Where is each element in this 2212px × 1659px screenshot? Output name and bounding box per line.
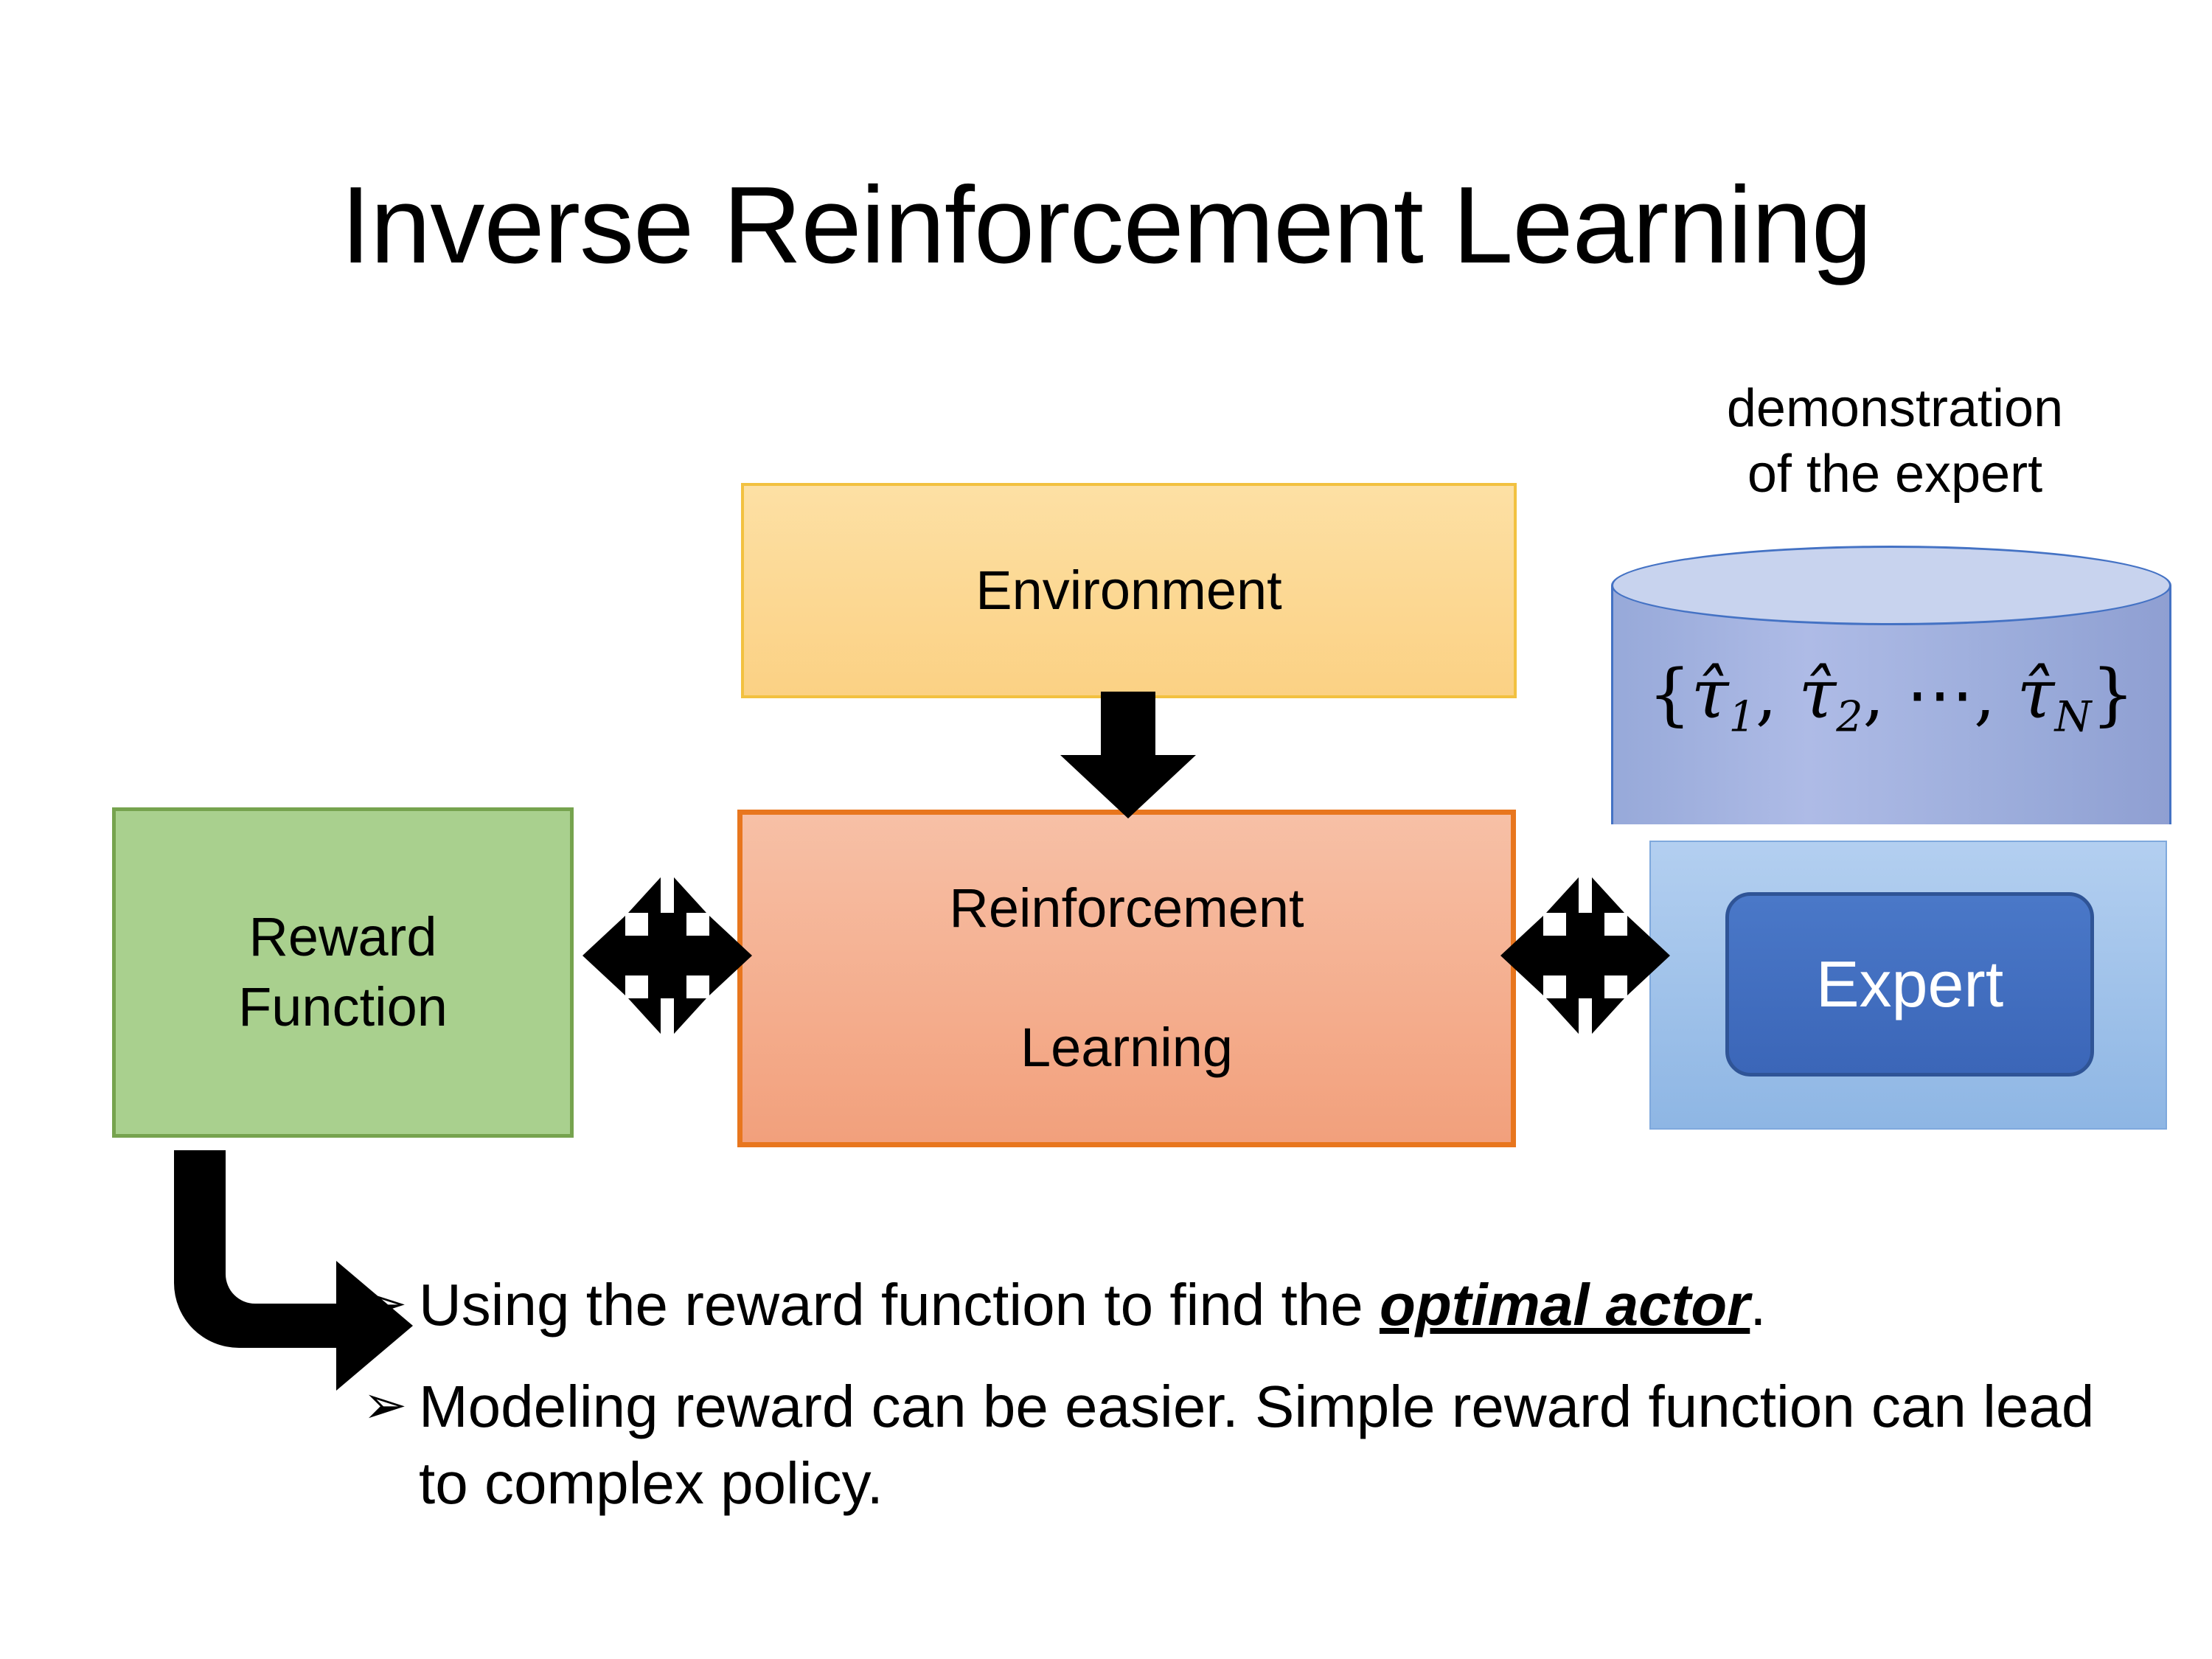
rl-label-line1: Reinforcement: [949, 877, 1304, 939]
bullet-marker-icon: ➢: [363, 1274, 408, 1333]
list-item: ➢ Using the reward function to find the …: [363, 1267, 2103, 1343]
cylinder-body: [1611, 585, 2171, 824]
bullet-1-after: .: [1750, 1272, 1767, 1338]
formula-sub-n: N: [2054, 692, 2092, 742]
reward-label-line1: Reward: [248, 906, 437, 968]
demonstration-caption: demonstration of the expert: [1615, 376, 2175, 508]
quad-arrow-icon-left: [582, 870, 752, 1041]
expert-box[interactable]: Expert: [1725, 892, 2094, 1077]
formula-tau-2: τ̂: [1798, 655, 1837, 734]
demonstration-caption-line2: of the expert: [1747, 445, 2043, 504]
demonstration-formula: {τ̂1, τ̂2, ⋯, τ̂N}: [1611, 655, 2171, 741]
cylinder-top-ellipse: [1611, 546, 2171, 625]
formula-sub-1: 1: [1728, 692, 1756, 742]
list-item: ➢ Modeling reward can be easier. Simple …: [363, 1368, 2103, 1522]
rl-label-line2: Learning: [1020, 1017, 1233, 1079]
formula-tau-1: τ̂: [1691, 655, 1729, 734]
formula-tau-n: τ̂: [2017, 655, 2055, 734]
bullet-text-2: Modeling reward can be easier. Simple re…: [419, 1374, 2095, 1516]
formula-comma-2: ,: [1863, 655, 1907, 734]
formula-ellipsis: ⋯: [1906, 655, 1975, 734]
formula-comma-1: ,: [1755, 655, 1799, 734]
reward-label-line2: Function: [238, 976, 448, 1037]
bullet-marker-icon: ➢: [363, 1376, 408, 1435]
down-arrow-icon: [1060, 692, 1196, 818]
formula-sub-2: 2: [1836, 692, 1863, 742]
bullet-1-before: Using the reward function to find the: [419, 1272, 1380, 1338]
environment-box[interactable]: Environment: [741, 483, 1517, 698]
bent-arrow-icon: [174, 1150, 413, 1391]
bullet-list: ➢ Using the reward function to find the …: [363, 1267, 2103, 1547]
expert-box-label: Expert: [1815, 947, 2004, 1020]
bullet-1-emphasis: optimal actor: [1379, 1272, 1750, 1338]
formula-close-brace: }: [2091, 655, 2135, 734]
reward-function-box[interactable]: Reward Function: [112, 807, 574, 1138]
demonstration-cylinder: {τ̂1, τ̂2, ⋯, τ̂N}: [1611, 546, 2171, 864]
page-title: Inverse Reinforcement Learning: [340, 164, 1872, 286]
reinforcement-learning-box-label: Reinforcement Learning: [949, 874, 1304, 1083]
environment-box-label: Environment: [975, 559, 1282, 621]
bullet-text-1: Using the reward function to find the op…: [419, 1267, 2103, 1343]
formula-open-brace: {: [1648, 655, 1691, 734]
quad-arrow-icon-right: [1500, 870, 1670, 1041]
demonstration-caption-line1: demonstration: [1726, 379, 2064, 438]
formula-comma-3: ,: [1974, 655, 2017, 734]
reinforcement-learning-box[interactable]: Reinforcement Learning: [737, 810, 1516, 1147]
reward-function-box-label: Reward Function: [238, 902, 448, 1042]
